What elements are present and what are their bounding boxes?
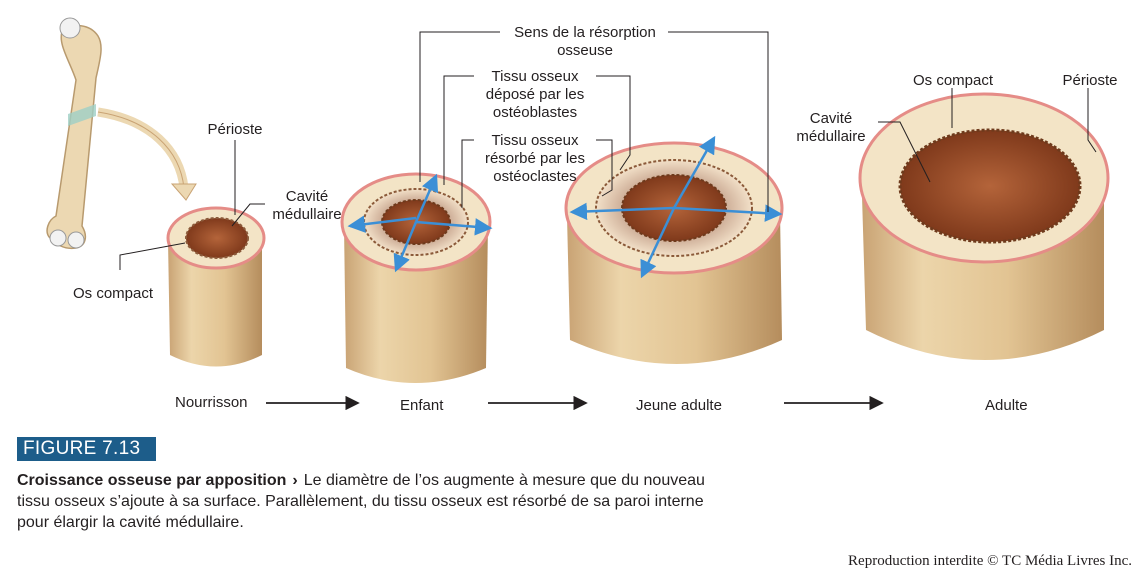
stage-child-label: Enfant	[400, 397, 444, 414]
stage-young-adult-label: Jeune adulte	[636, 397, 722, 414]
adult-compact-label: Os compact	[912, 72, 994, 89]
infant-bone	[166, 206, 266, 367]
infant-compact-label: Os compact	[73, 285, 154, 302]
infant-periosteum-label: Périoste	[207, 121, 263, 138]
child-bone	[340, 172, 493, 383]
adult-cavity-label: Cavité médullaire	[796, 110, 866, 145]
young-adult-bone	[564, 135, 784, 364]
caption-title: Croissance osseuse par apposition	[17, 472, 287, 489]
caption-arrow-icon: ›	[292, 472, 298, 489]
adult-periosteum-label: Périoste	[1062, 72, 1118, 89]
figure-number-badge: FIGURE 7.13	[17, 437, 156, 461]
tissue-deposited-label: Tissu osseux déposé par les ostéoblastes	[485, 68, 585, 121]
leader-lines	[119, 31, 1097, 270]
caption-text: Le diamètre de l’os augmente à mesure qu…	[17, 472, 705, 531]
stage-infant-label: Nourrisson	[175, 394, 248, 411]
adult-bone	[858, 92, 1110, 360]
infant-cavity-label: Cavité médullaire	[272, 188, 342, 223]
copyright-credit: Reproduction interdite © TC Média Livres…	[848, 553, 1132, 569]
resorption-direction-label: Sens de la résorption osseuse	[514, 24, 656, 59]
figure-caption: Croissance osseuse par apposition ›Le dia…	[17, 470, 737, 533]
stage-adult-label: Adulte	[985, 397, 1028, 414]
femur-illustration	[46, 17, 102, 250]
tissue-resorbed-label: Tissu osseux résorbé par les ostéoclaste…	[484, 132, 586, 185]
